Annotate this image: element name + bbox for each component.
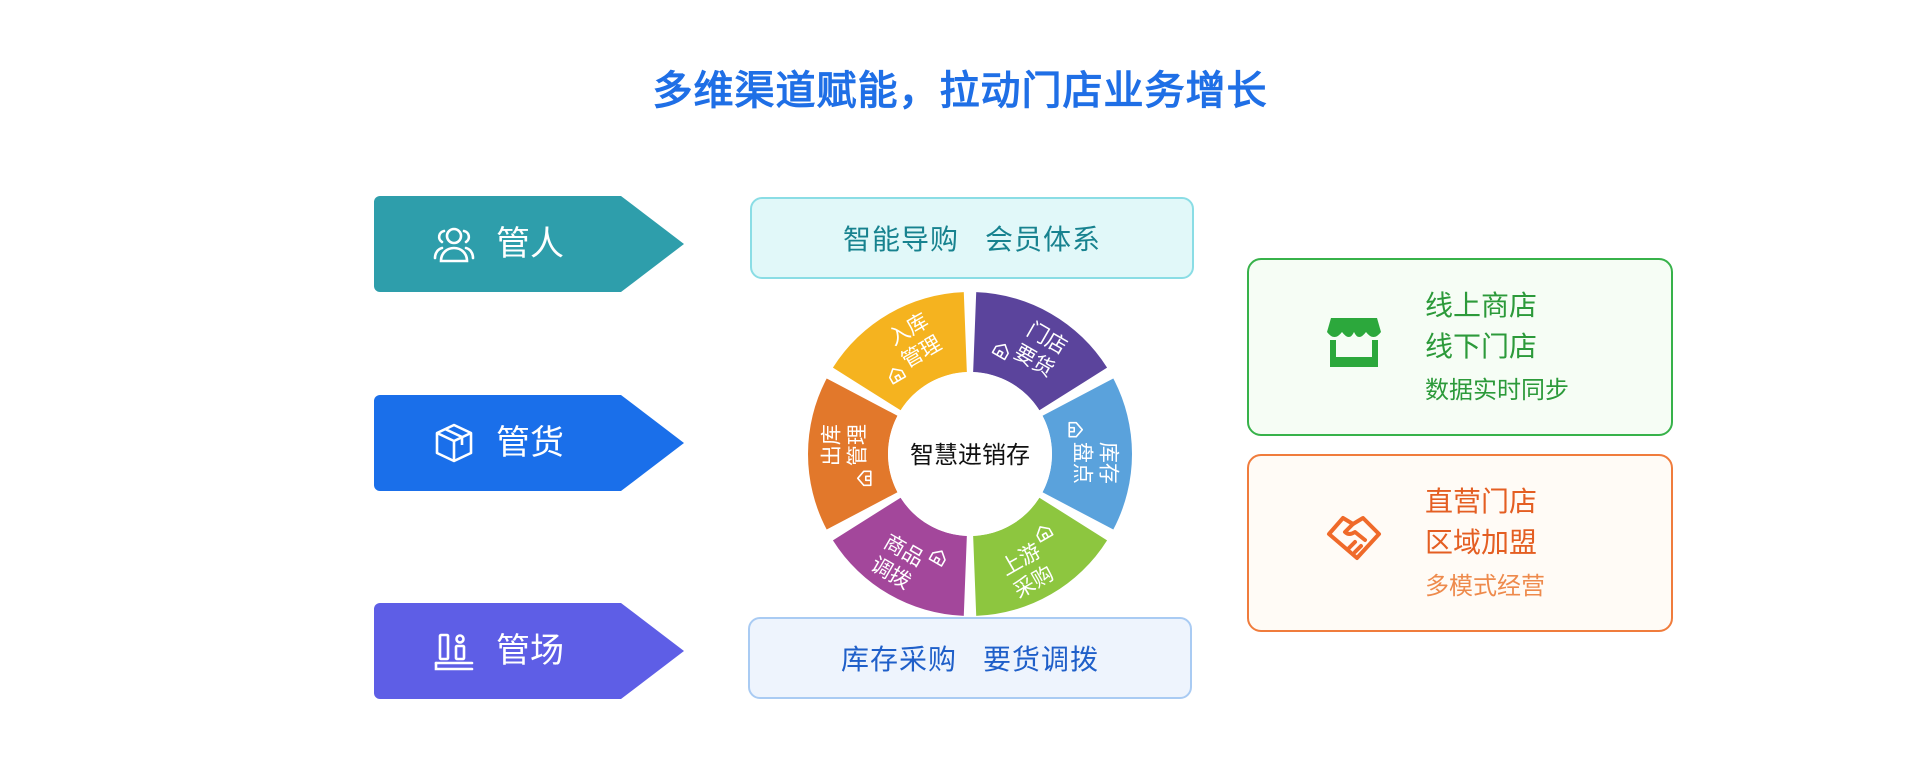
card-line: 直营门店 <box>1425 485 1538 518</box>
wheel-segment-1 <box>973 292 1108 411</box>
wheel-segment-label: 库存 <box>1097 442 1121 484</box>
wheel-segment-6 <box>832 292 967 411</box>
card-line: 线下门店 <box>1425 330 1538 363</box>
feature-text: 会员体系 <box>985 223 1102 256</box>
venue-icon <box>434 633 474 671</box>
feature-text: 智能导购 <box>842 223 959 256</box>
feature-box-top: 智能导购 会员体系 <box>750 197 1194 279</box>
feature-box-bottom: 库存采购 要货调拨 <box>748 617 1192 699</box>
card-subline: 数据实时同步 <box>1425 376 1569 404</box>
tag-manage-venue: 管场 <box>374 603 684 699</box>
tag-label: 管场 <box>496 631 564 671</box>
wheel-segment-label: 出库 <box>819 424 843 466</box>
outbound-icon <box>856 470 872 487</box>
card-channel-sync: 线上商店 线下门店 数据实时同步 <box>1247 258 1673 436</box>
inbound-icon <box>888 368 907 385</box>
inventory-icon <box>1068 421 1084 438</box>
wheel-segment-3 <box>973 497 1108 616</box>
shop-icon <box>1327 318 1381 367</box>
wheel-center-label: 智慧进销存 <box>910 441 1030 469</box>
purchase-icon <box>1036 526 1054 543</box>
tag-label: 管人 <box>496 224 564 264</box>
people-icon <box>433 227 475 263</box>
feature-text: 要货调拨 <box>983 643 1100 676</box>
card-line: 区域加盟 <box>1425 526 1538 559</box>
tag-label: 管货 <box>496 423 564 463</box>
store-request-icon <box>991 343 1009 361</box>
wheel-segment-label: 管理 <box>845 424 869 466</box>
wheel-segment-2 <box>1042 378 1132 530</box>
card-subline: 多模式经营 <box>1425 572 1545 600</box>
card-store-mode: 直营门店 区域加盟 多模式经营 <box>1247 454 1673 632</box>
box-icon <box>435 423 473 463</box>
tag-manage-goods: 管货 <box>374 395 684 491</box>
wheel-segment-label: 盘点 <box>1071 442 1095 484</box>
card-line: 线上商店 <box>1425 289 1538 322</box>
wheel-diagram: 门店要货库存盘点上游采购商品调拨出库管理入库管理 智慧进销存 <box>808 292 1132 616</box>
page-title: 多维渠道赋能，拉动门店业务增长 <box>652 68 1268 114</box>
handshake-icon <box>1327 516 1381 560</box>
tag-manage-people: 管人 <box>374 196 684 292</box>
feature-text: 库存采购 <box>840 643 957 676</box>
wheel-segment-4 <box>832 497 967 616</box>
wheel-segment-5 <box>808 378 898 530</box>
transfer-icon <box>928 550 946 567</box>
